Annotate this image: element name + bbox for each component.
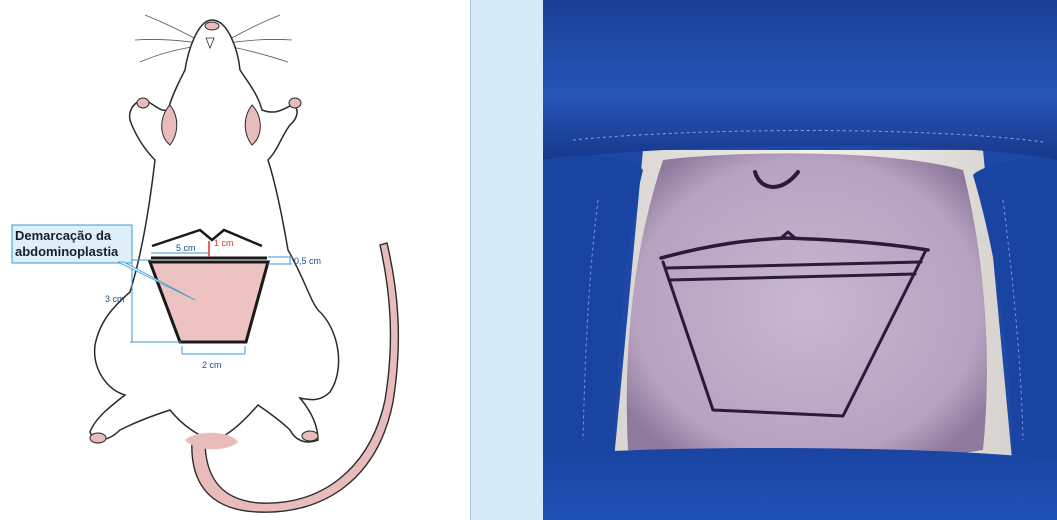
drape-top-fold: [543, 0, 1057, 160]
callout-line-1: Demarcação da: [15, 228, 112, 243]
rat-nose: [205, 22, 219, 30]
dim-top-offset-label: 1 cm: [214, 238, 234, 248]
dim-width-top-label: 5 cm: [176, 243, 196, 253]
rat-schematic-diagram: 1 cm 5 cm 0,5 cm 3 cm 2 cm Demarcação da…: [0, 0, 470, 520]
surgical-photo: [543, 0, 1057, 520]
callout-line-2: abdominoplastia: [15, 244, 119, 259]
drape-bottom: [543, 448, 1057, 520]
separator-panel: [470, 0, 543, 520]
dim-band-label: 0,5 cm: [294, 256, 321, 266]
dim-height-label: 3 cm: [105, 294, 125, 304]
dim-width-bottom-label: 2 cm: [202, 360, 222, 370]
